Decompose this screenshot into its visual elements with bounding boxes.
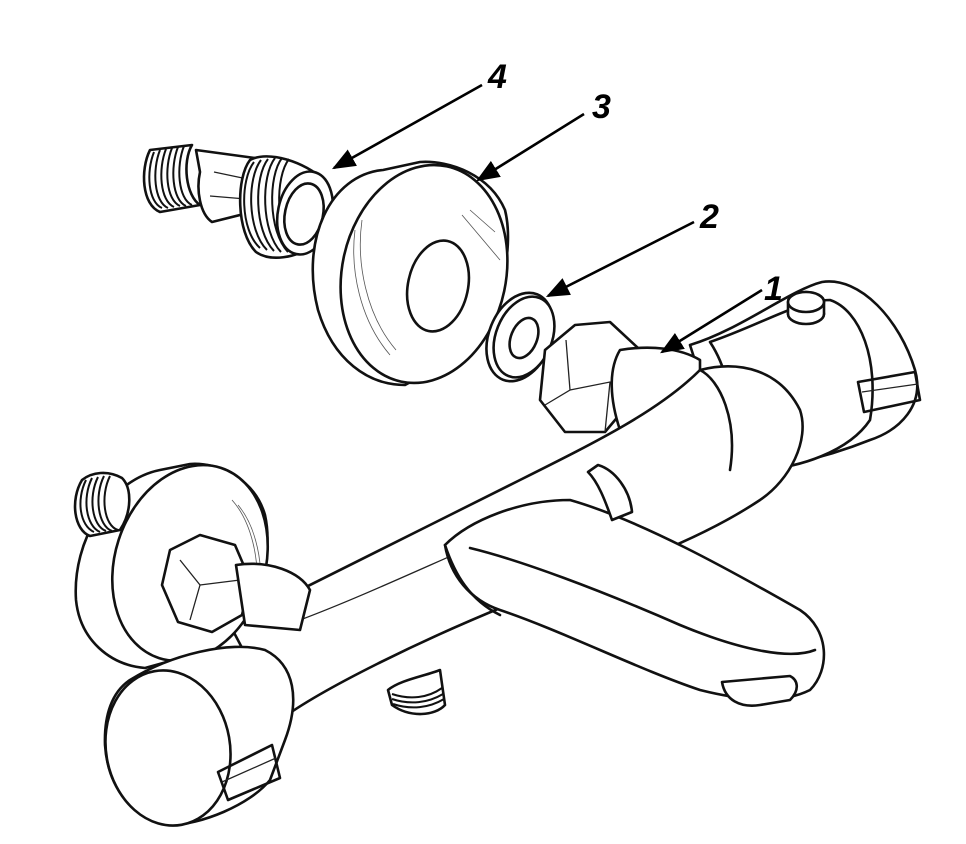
leader-lines: [331, 83, 763, 354]
callout-4: 4: [487, 58, 507, 96]
callout-labels: 4 3 2 1: [487, 58, 783, 308]
mixer-body-part-1: [73, 280, 922, 827]
callout-2: 2: [699, 198, 719, 236]
leader-line-1: [660, 288, 763, 354]
washer-part-2: [485, 291, 556, 383]
eccentric-connector-part-4: [142, 143, 335, 259]
leader-line-4: [331, 83, 483, 170]
bottom-outlet-threads: [391, 687, 445, 709]
callout-1: 1: [764, 270, 783, 308]
callout-3: 3: [592, 88, 611, 126]
leader-line-3: [476, 112, 585, 182]
leader-line-2: [545, 220, 695, 298]
escutcheon-cover-part-3: [311, 160, 510, 387]
left-stub-threads: [79, 475, 119, 533]
connector-left-threads: [148, 145, 193, 209]
